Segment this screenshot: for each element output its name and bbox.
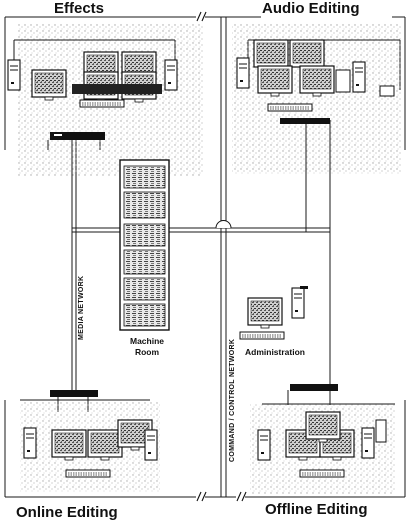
offline-editing-label: Offline Editing xyxy=(265,501,368,518)
machine-room-label: Machine Room xyxy=(124,336,170,358)
offline-editing-workstation xyxy=(250,384,395,494)
media-network-label: MEDIA NETWORK xyxy=(78,275,85,340)
machine-room-label-line2: Room xyxy=(134,347,160,357)
effects-label: Effects xyxy=(54,0,105,17)
break-marks xyxy=(196,11,247,502)
administration-workstation xyxy=(239,286,308,340)
machine-room-label-line1: Machine xyxy=(129,336,164,346)
network-crossover xyxy=(215,220,232,229)
online-editing-workstation xyxy=(20,390,160,492)
effects-workstation xyxy=(7,24,203,176)
audio-editing-workstation xyxy=(232,24,402,174)
command-control-network-label: COMMAND / CONTROL NETWORK xyxy=(229,338,236,462)
audio-editing-label: Audio Editing xyxy=(262,0,360,17)
machine-room-rack xyxy=(119,159,170,331)
online-editing-label: Online Editing xyxy=(16,504,118,521)
administration-label: Administration xyxy=(245,347,305,357)
